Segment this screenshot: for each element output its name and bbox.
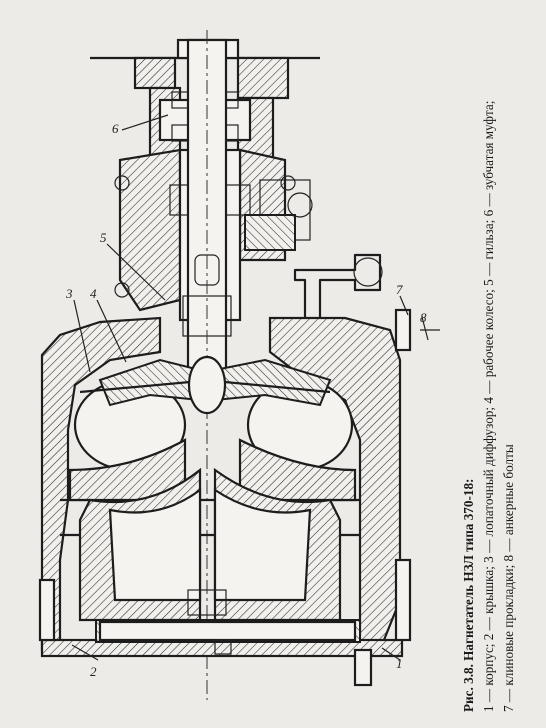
anchor-bolts [38,308,440,687]
volute-chambers [68,378,357,502]
caption-title-line: Рис. 3.8. Нагнетатель НЗЛ типа 370-18: [459,22,479,712]
callout-4: 4 [90,286,97,301]
caption-legend-line-2: 7 — клиновые прокладки; 8 — анкерные бол… [501,444,516,712]
callout-8: 8 [420,310,427,325]
caption-title: Рис. 3.8. Нагнетатель НЗЛ типа 370-18: [461,478,476,712]
impeller [79,355,332,415]
caption-legend-line-1: 1 — корпус; 2 — крышка; 3 — лопаточный д… [481,100,496,712]
oil-pipe [293,253,383,322]
callout-5: 5 [100,230,107,245]
callout-7: 7 [396,282,403,297]
figure-caption: Рис. 3.8. Нагнетатель НЗЛ типа 370-18: 1… [459,22,519,712]
inlet-section [78,467,342,655]
callout-labels: 3 4 5 6 7 8 2 1 [65,121,427,679]
callout-1: 1 [396,656,403,671]
leader-lines [71,114,429,661]
callout-3: 3 [65,286,73,301]
callout-6: 6 [112,121,119,136]
callout-2: 2 [90,664,97,679]
